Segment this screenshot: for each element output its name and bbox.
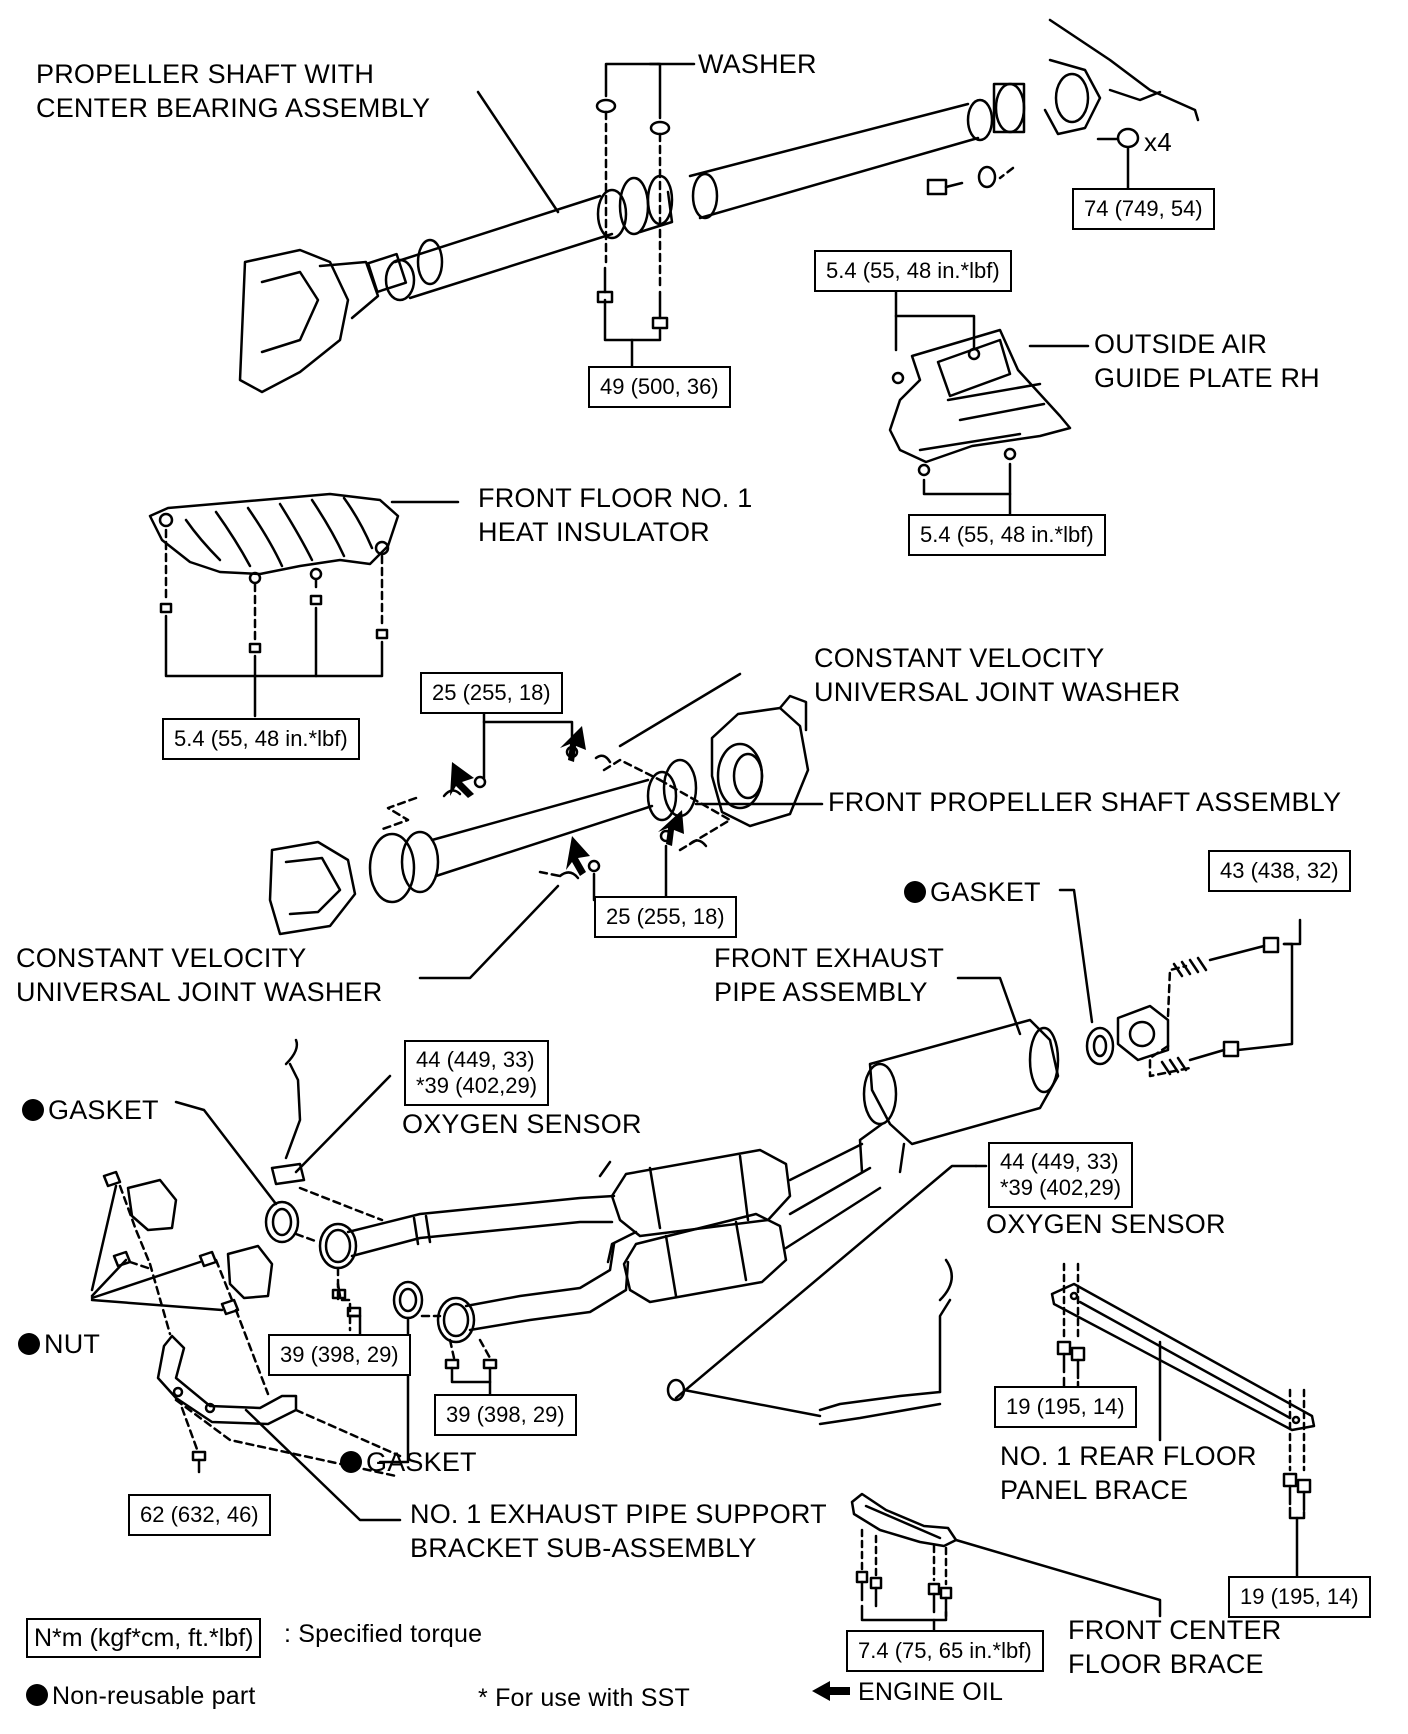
torque-44-right-sst: *39 (402,29) [1000,1175,1122,1200]
non-reusable-dot-icon [26,1684,48,1706]
legend-non-reusable: Non-reusable part [26,1680,256,1713]
label-propeller-shaft-line2: CENTER BEARING ASSEMBLY [36,93,431,123]
arrow-left-icon [812,1681,830,1701]
label-oxygen-sensor-left: OXYGEN SENSOR [402,1109,642,1139]
label-heat-insulator-line2: HEAT INSULATOR [478,517,710,547]
torque-43: 43 (438, 32) [1208,850,1351,892]
label-gasket-mid: GASKET [340,1446,477,1479]
legend-engine-oil-text: ENGINE OIL [858,1678,1004,1706]
torque-54-guide-bottom: 5.4 (55, 48 in.*lbf) [908,514,1106,556]
label-cv-washer-top-line2: UNIVERSAL JOINT WASHER [814,677,1181,707]
label-support-bracket-line2: BRACKET SUB-ASSEMBLY [410,1533,757,1563]
rear-floor-brace-drawing [1050,1282,1316,1432]
label-rear-brace-line1: NO. 1 REAR FLOOR [1000,1441,1257,1471]
label-cv-washer-bottom-line1: CONSTANT VELOCITY [16,943,307,973]
label-heat-insulator-line1: FRONT FLOOR NO. 1 [478,483,753,513]
torque-19-right: 19 (195, 14) [1228,1576,1371,1618]
heat-insulator-drawing [148,492,400,585]
legend-sst: * For use with SST [478,1684,690,1712]
label-front-propeller-shaft: FRONT PROPELLER SHAFT ASSEMBLY [828,787,1342,817]
legend-non-reusable-text: Non-reusable part [52,1682,256,1710]
torque-39-left: 39 (398, 29) [268,1334,411,1376]
label-gasket-right-text: GASKET [930,877,1041,907]
label-center-brace-line1: FRONT CENTER [1068,1615,1282,1645]
torque-19-left: 19 (195, 14) [994,1386,1137,1428]
label-propeller-shaft-line1: PROPELLER SHAFT WITH [36,59,375,89]
non-reusable-dot-icon [22,1099,44,1121]
label-outside-air-line2: GUIDE PLATE RH [1094,363,1320,393]
torque-62: 62 (632, 46) [128,1494,271,1536]
label-nut: NUT [18,1328,100,1361]
front-propeller-shaft-drawing [268,694,810,936]
non-reusable-dot-icon [18,1333,40,1355]
label-gasket-left: GASKET [22,1094,159,1127]
label-front-exhaust-line1: FRONT EXHAUST [714,943,945,973]
label-washer: WASHER [698,49,817,79]
torque-49: 49 (500, 36) [588,366,731,408]
torque-44-left-value: 44 (449, 33) [416,1047,535,1072]
torque-74: 74 (749, 54) [1072,188,1215,230]
label-cv-washer-top-line1: CONSTANT VELOCITY [814,643,1105,673]
non-reusable-dot-icon [340,1451,362,1473]
label-center-brace-line2: FLOOR BRACE [1068,1649,1264,1679]
label-rear-brace-line2: PANEL BRACE [1000,1475,1189,1505]
center-floor-brace-drawing [850,1492,958,1548]
label-oxygen-sensor-right: OXYGEN SENSOR [986,1209,1226,1239]
torque-39-right: 39 (398, 29) [434,1394,577,1436]
label-front-exhaust-line2: PIPE ASSEMBLY [714,977,928,1007]
legend-torque-unit-box: N*m (kgf*cm, ft.*lbf) [26,1618,262,1658]
non-reusable-dot-icon [904,881,926,903]
label-nut-text: NUT [44,1329,101,1359]
label-outside-air-line1: OUTSIDE AIR [1094,329,1268,359]
torque-44-left: 44 (449, 33)*39 (402,29) [404,1040,550,1106]
label-gasket-left-text: GASKET [48,1095,159,1125]
torque-44-right-value: 44 (449, 33) [1000,1149,1119,1174]
torque-54-insulator: 5.4 (55, 48 in.*lbf) [162,718,360,760]
torque-7-4: 7.4 (75, 65 in.*lbf) [846,1630,1044,1672]
torque-44-right: 44 (449, 33)*39 (402,29) [988,1142,1134,1208]
legend-torque-desc: : Specified torque [284,1620,483,1648]
label-gasket-right: GASKET [904,876,1041,909]
arrow-shaft-icon [830,1687,850,1695]
label-cv-washer-bottom-line2: UNIVERSAL JOINT WASHER [16,977,383,1007]
torque-25-top: 25 (255, 18) [420,672,563,714]
label-gasket-mid-text: GASKET [366,1447,477,1477]
air-guide-plate-drawing [888,328,1072,477]
legend-engine-oil: ENGINE OIL [812,1676,1003,1709]
torque-54-guide-top: 5.4 (55, 48 in.*lbf) [814,250,1012,292]
torque-25-bottom: 25 (255, 18) [594,896,737,938]
torque-44-left-sst: *39 (402,29) [416,1073,538,1098]
label-support-bracket-line1: NO. 1 EXHAUST PIPE SUPPORT [410,1499,827,1529]
label-x4: x4 [1144,127,1172,157]
